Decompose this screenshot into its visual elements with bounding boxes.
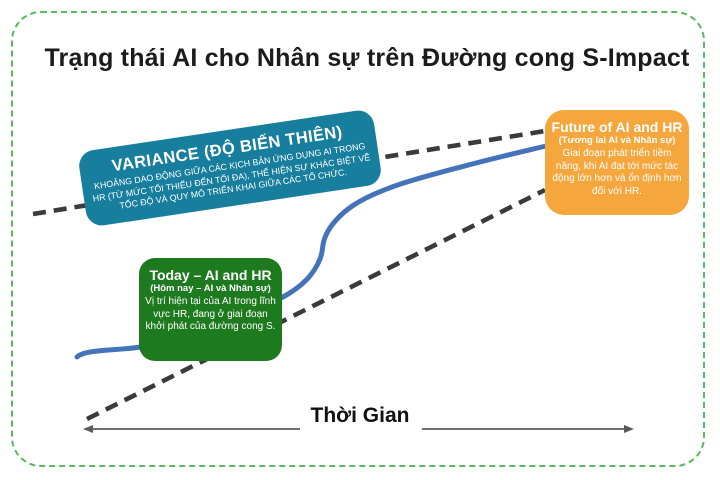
left-arrowhead-icon — [83, 425, 93, 433]
today-callout-body: Vị trí hiện tại của AI trong lĩnh vực HR… — [145, 296, 276, 333]
future-callout-body: Giai đoạn phát triển tiềm năng, khi AI đ… — [552, 148, 682, 197]
future-callout: Future of AI and HR (Tương lai AI và Nhâ… — [545, 110, 689, 215]
today-callout-title: Today – AI and HR — [149, 267, 272, 283]
right-arrowhead-icon — [624, 425, 634, 433]
future-callout-title: Future of AI and HR — [551, 119, 683, 135]
today-callout-subtitle: (Hôm nay – AI và Nhân sự) — [150, 283, 271, 295]
today-callout: Today – AI and HR (Hôm nay – AI và Nhân … — [139, 258, 282, 361]
time-axis-label: Thời Gian — [310, 404, 410, 427]
page-title: Trạng thái AI cho Nhân sự trên Đường con… — [44, 44, 690, 72]
future-callout-subtitle: (Tương lai AI và Nhân sự) — [558, 135, 676, 147]
lower-variance-dashed-line — [85, 187, 547, 422]
